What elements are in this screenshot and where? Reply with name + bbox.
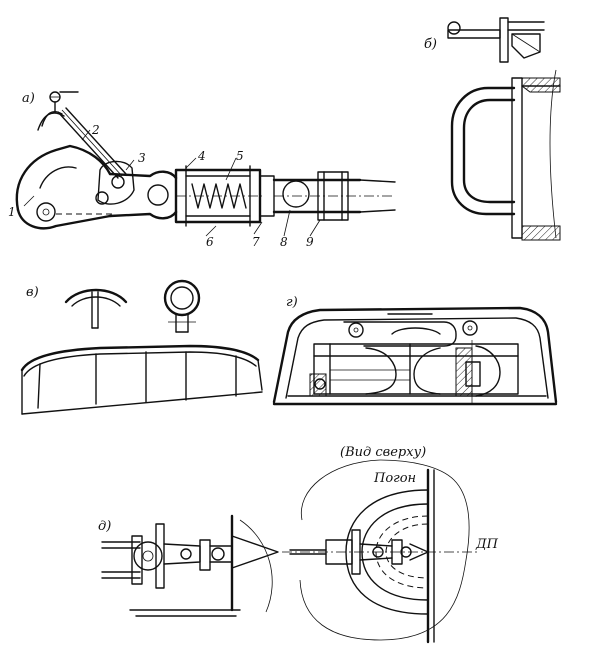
figure-d-top-view: д) (Вид сверху) Погон ДП bbox=[98, 445, 499, 644]
inner-frame bbox=[313, 343, 519, 395]
vertical-rollers bbox=[365, 340, 501, 404]
tow-slot bbox=[343, 313, 478, 347]
pull-rod bbox=[272, 171, 396, 221]
rail-label: Погон bbox=[373, 471, 416, 486]
arch-bar bbox=[450, 86, 516, 216]
figure-g-fairlead: г) bbox=[272, 295, 558, 406]
callout-leaders bbox=[23, 129, 321, 237]
figure-v-bulwark: в) bbox=[20, 279, 263, 415]
left-roller bbox=[309, 373, 327, 397]
release-handle bbox=[37, 91, 79, 131]
side-view-hook bbox=[101, 514, 279, 617]
callout-1: 1 bbox=[8, 205, 16, 219]
figure-v-letter: в) bbox=[26, 285, 39, 300]
figure-a-hook-assembly: а) bbox=[8, 91, 396, 249]
hook-body bbox=[15, 144, 114, 230]
callout-9: 9 bbox=[306, 235, 314, 249]
lever-bar bbox=[57, 107, 127, 179]
figure-g-letter: г) bbox=[286, 295, 298, 310]
section-ring bbox=[163, 279, 201, 333]
rail-top-view bbox=[282, 459, 480, 644]
trigger-plate bbox=[95, 160, 135, 205]
hook-shank bbox=[108, 170, 178, 220]
callout-4: 4 bbox=[197, 149, 206, 163]
callout-3: 3 bbox=[138, 151, 146, 165]
figure-b-letter: б) bbox=[424, 37, 437, 52]
callout-7: 7 bbox=[252, 235, 260, 249]
figure-b-towing-arch: б) bbox=[424, 17, 561, 241]
bulwark-profile bbox=[20, 344, 263, 415]
housing-outline bbox=[272, 306, 558, 406]
spring-buffer bbox=[174, 165, 275, 227]
centerline-label: ДП bbox=[475, 537, 499, 552]
upper-bracket bbox=[447, 17, 545, 63]
deck-section bbox=[511, 69, 561, 241]
figure-d-letter: д) bbox=[98, 519, 111, 534]
view-caption: (Вид сверху) bbox=[340, 445, 426, 460]
callout-6: 6 bbox=[206, 235, 214, 249]
figure-a-letter: а) bbox=[22, 91, 35, 106]
callout-8: 8 bbox=[280, 235, 288, 249]
callout-5: 5 bbox=[236, 149, 244, 163]
section-arc bbox=[64, 288, 128, 329]
callout-2: 2 bbox=[91, 123, 100, 137]
